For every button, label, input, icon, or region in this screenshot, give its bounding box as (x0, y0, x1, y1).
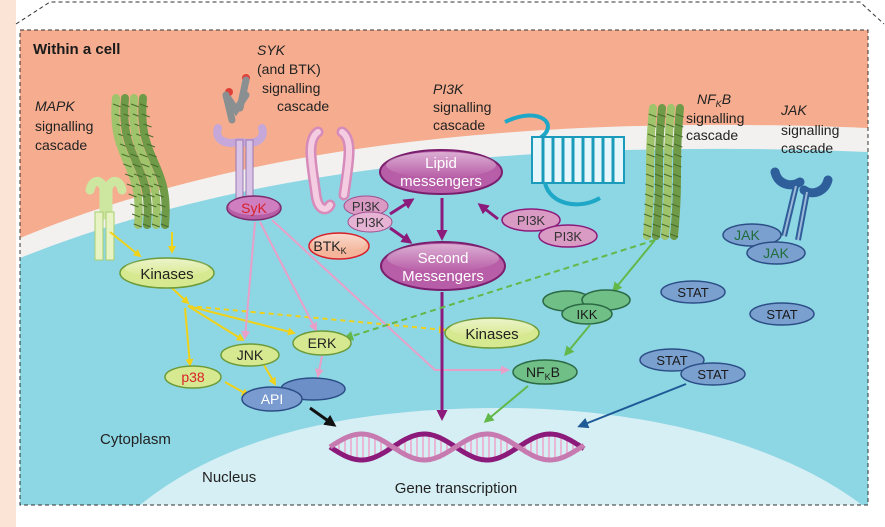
svg-text:PI3K: PI3K (433, 81, 464, 97)
svg-text:STAT: STAT (677, 285, 708, 300)
svg-text:PI3K: PI3K (356, 215, 385, 230)
mapk-receptor (85, 177, 127, 261)
stat-node-1[interactable]: STAT (660, 280, 726, 304)
svg-text:STAT: STAT (766, 307, 797, 322)
kinases-mid-node[interactable]: Kinases (444, 317, 540, 349)
pi3k-cascade-label: PI3K signalling cascade (433, 81, 491, 133)
cytoplasm-label: Cytoplasm (100, 431, 171, 448)
pi3k-barrel-receptor (504, 113, 625, 207)
svg-text:Lipid: Lipid (425, 155, 457, 172)
svg-text:cascade: cascade (35, 137, 87, 153)
svg-text:API: API (261, 391, 284, 407)
svg-text:p38: p38 (181, 369, 205, 385)
btk-node[interactable]: BTKK (308, 232, 370, 260)
svg-text:signalling: signalling (781, 122, 839, 138)
svg-text:signalling: signalling (35, 118, 93, 134)
mapk-helix-receptor (111, 94, 170, 229)
svg-text:JAK: JAK (763, 245, 789, 261)
svg-text:cascade: cascade (433, 117, 485, 133)
svg-text:JNK: JNK (237, 347, 264, 363)
svg-text:PI3K: PI3K (352, 199, 381, 214)
jak-node-2[interactable]: JAK (746, 241, 806, 265)
pi3k-receptor (305, 126, 355, 215)
svg-text:Kinases: Kinases (140, 266, 193, 283)
mapk-cascade-label: MAPK signalling cascade (35, 98, 93, 153)
svg-text:NFKB: NFKB (697, 91, 731, 109)
svg-text:Kinases: Kinases (465, 326, 518, 343)
svg-text:SyK: SyK (241, 200, 267, 216)
svg-text:NFKB: NFKB (526, 364, 560, 382)
stat-node-2[interactable]: STAT (749, 302, 815, 326)
stat-node-3[interactable]: STAT (639, 348, 705, 372)
diagram-title: Within a cell (33, 41, 120, 58)
svg-text:PI3K: PI3K (554, 229, 583, 244)
syk-cascade-label: SYK (and BTK) signalling cascade (257, 42, 329, 114)
nfkb-cascade-label: NFKB signalling cascade (686, 91, 744, 143)
svg-text:Messengers: Messengers (402, 268, 484, 285)
svg-text:signalling: signalling (686, 110, 744, 126)
svg-text:MAPK: MAPK (35, 98, 75, 114)
pi3k-left-node-1[interactable]: PI3K (343, 195, 389, 217)
ikk-node[interactable]: IKK (542, 289, 631, 325)
svg-text:messengers: messengers (400, 173, 482, 190)
pi3k-left-node-2[interactable]: PI3K (347, 211, 393, 233)
svg-text:JAK: JAK (734, 227, 760, 243)
nucleus-label: Nucleus (202, 469, 256, 486)
dna-helix (328, 431, 586, 463)
nfkb-node[interactable]: NFKB (512, 359, 578, 385)
stat-node-4[interactable]: STAT (680, 362, 746, 386)
left-strip (0, 0, 16, 527)
second-messengers-node[interactable]: Second Messengers (380, 241, 506, 291)
erk-node[interactable]: ERK (292, 330, 352, 356)
kinases-left-node[interactable]: Kinases (119, 257, 215, 289)
svg-text:cascade: cascade (686, 127, 738, 143)
svg-text:PI3K: PI3K (517, 213, 546, 228)
svg-text:STAT: STAT (697, 367, 728, 382)
svg-text:cascade: cascade (277, 98, 329, 114)
svg-text:ERK: ERK (308, 335, 337, 351)
p38-node[interactable]: p38 (164, 365, 222, 389)
jak-cascade-label: JAK signalling cascade (780, 102, 839, 156)
nfkb-helix-receptor (642, 104, 684, 240)
api-node[interactable]: API (241, 377, 346, 412)
gene-transcription-label: Gene transcription (395, 480, 518, 497)
arrows (109, 198, 687, 429)
svg-text:IKK: IKK (577, 307, 598, 322)
jnk-node[interactable]: JNK (220, 343, 280, 367)
svg-text:STAT: STAT (656, 353, 687, 368)
svg-text:JAK: JAK (780, 102, 807, 118)
svg-text:Second: Second (418, 250, 469, 267)
svg-text:signalling: signalling (262, 80, 320, 96)
svg-text:cascade: cascade (781, 140, 833, 156)
jak-receptor (770, 167, 833, 241)
pi3k-right-node-2[interactable]: PI3K (538, 224, 598, 248)
svg-text:SYK: SYK (257, 42, 286, 58)
svg-text:signalling: signalling (433, 99, 491, 115)
pi3k-right-node-1[interactable]: PI3K (501, 208, 561, 232)
svg-text:BTKK: BTKK (313, 238, 346, 256)
svg-text:(and BTK): (and BTK) (257, 61, 321, 77)
lipid-messengers-node[interactable]: Lipid messengers (379, 149, 503, 195)
syk-node[interactable]: SyK (226, 195, 282, 221)
